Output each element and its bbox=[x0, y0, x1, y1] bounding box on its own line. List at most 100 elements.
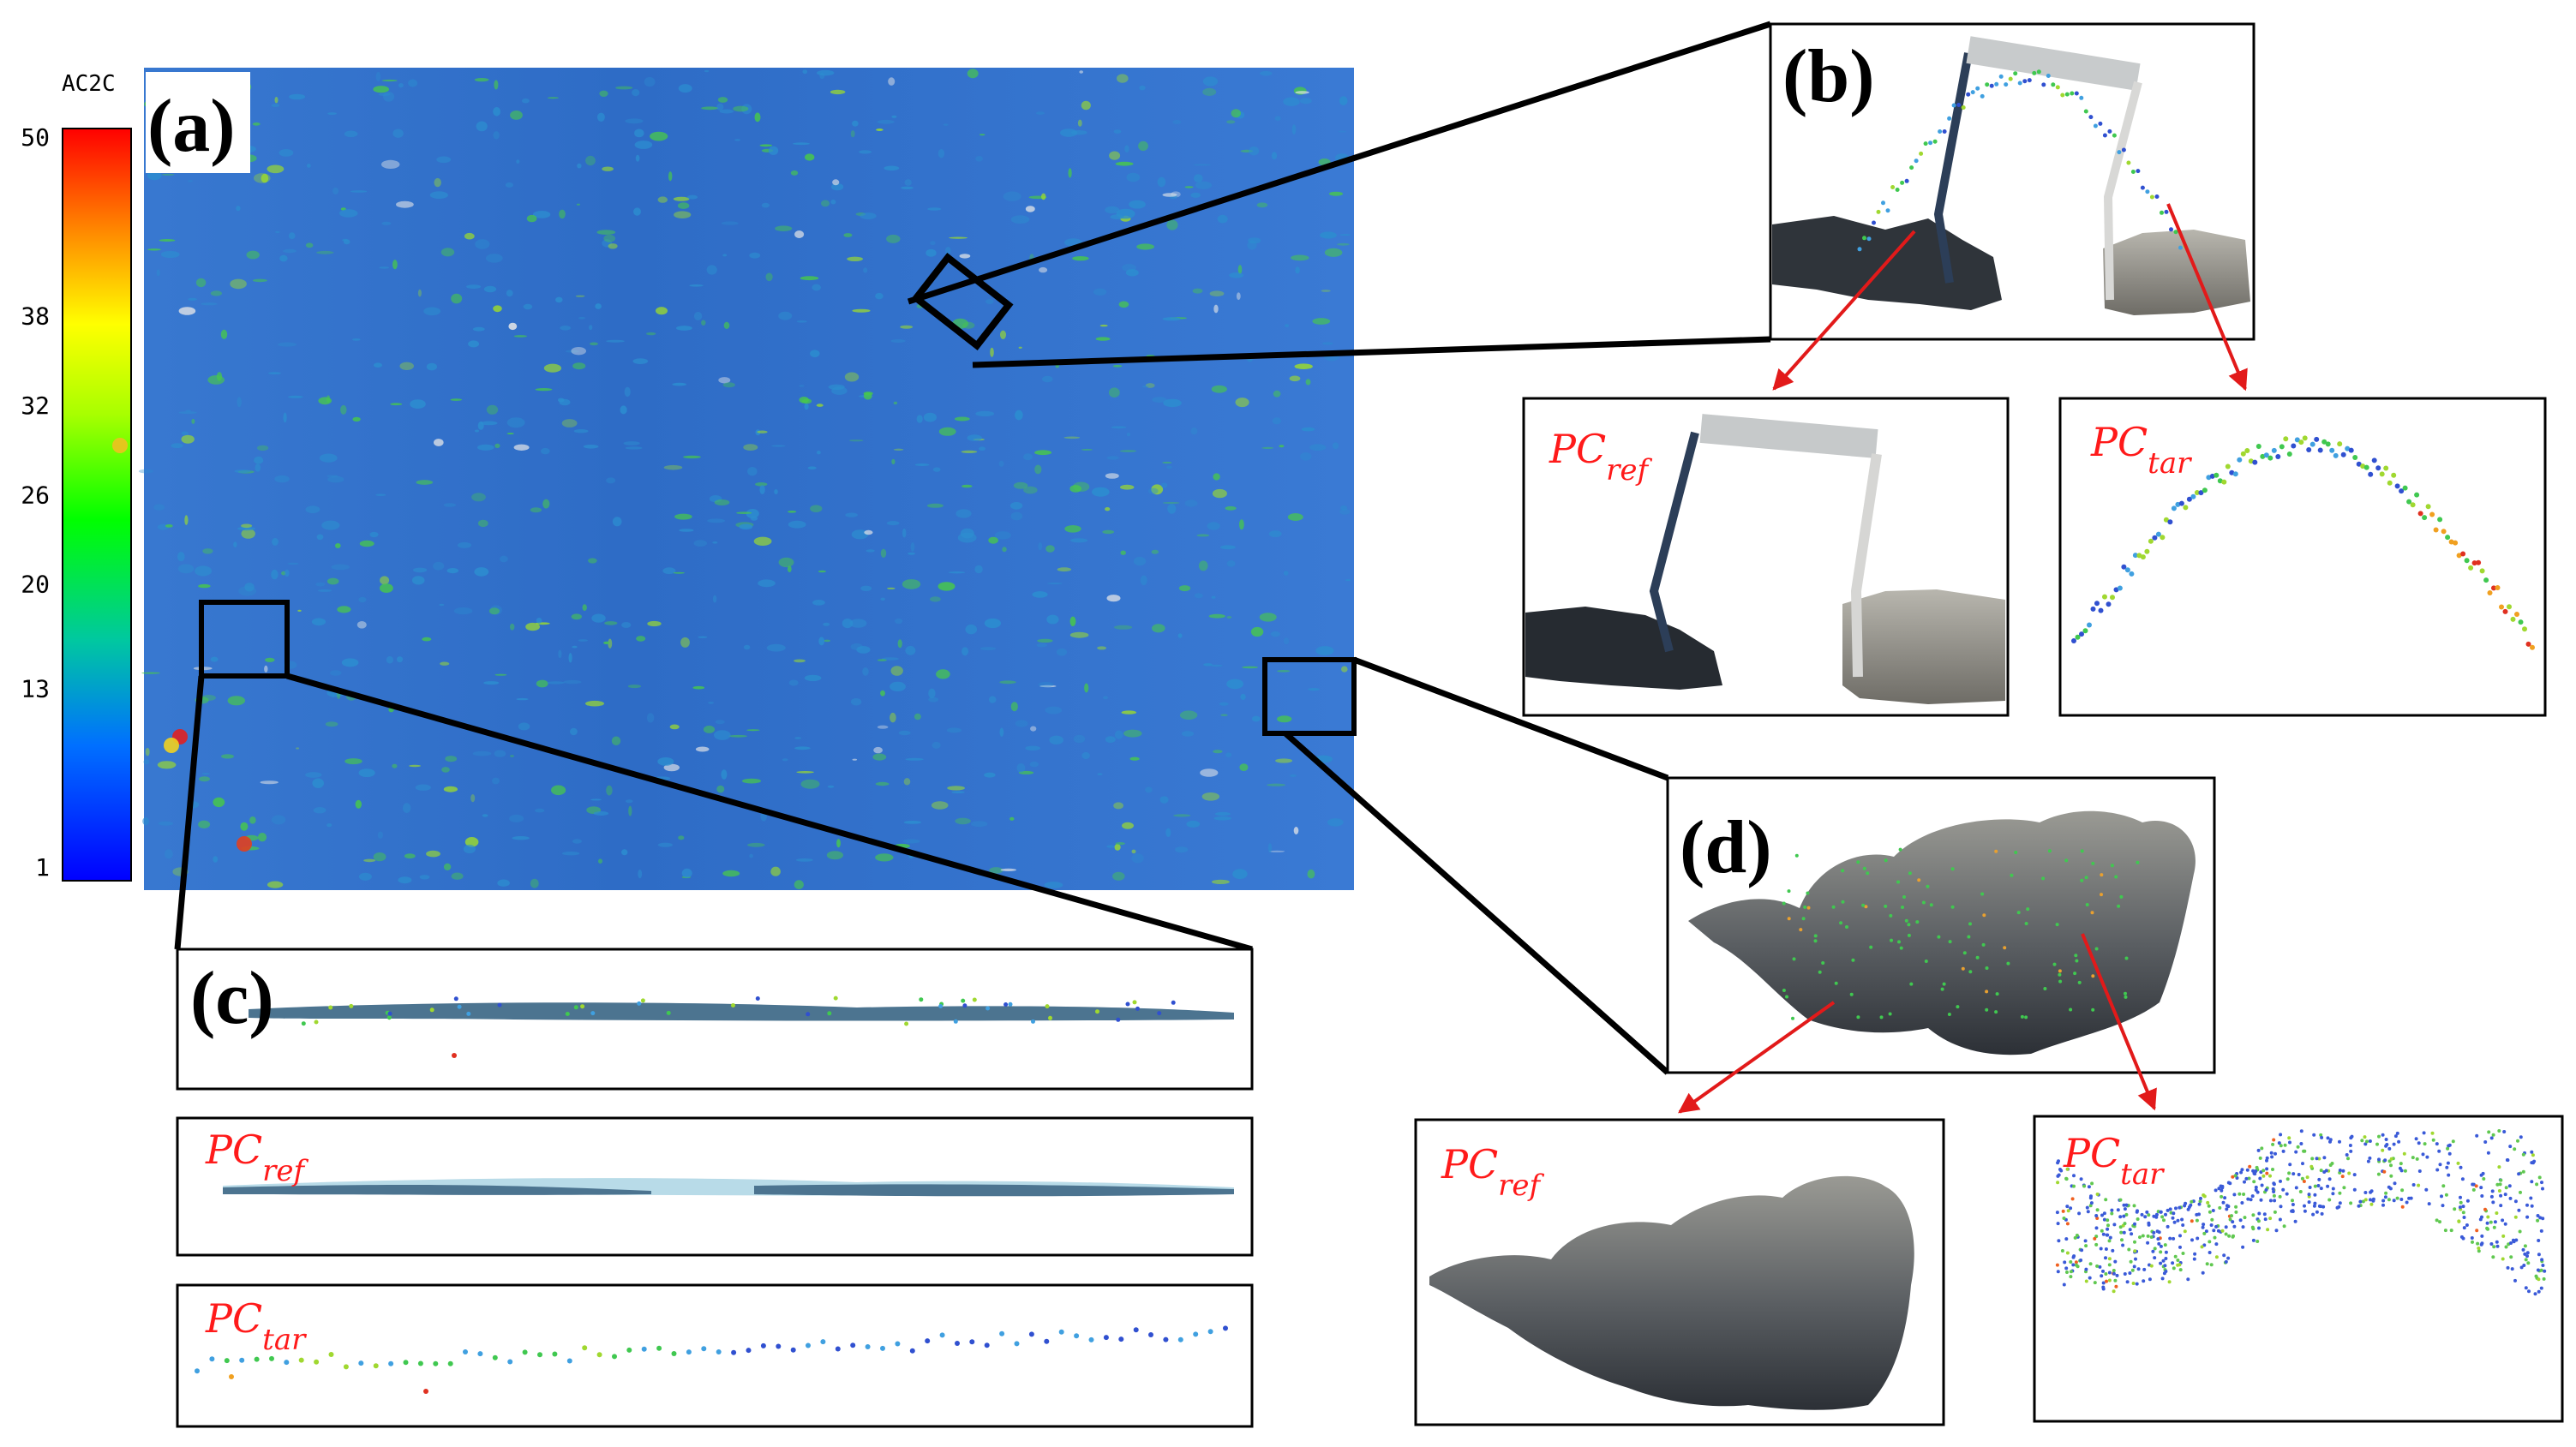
heatmap-speck bbox=[1126, 432, 1131, 437]
heatmap-speck bbox=[156, 269, 160, 277]
heatmap-speck bbox=[510, 111, 523, 120]
heatmap-speck bbox=[326, 475, 338, 478]
panel-c-point bbox=[573, 1005, 578, 1010]
heatmap-speck bbox=[890, 666, 903, 676]
panel-d-tar-point bbox=[2244, 1176, 2249, 1181]
heatmap-speck bbox=[1081, 751, 1090, 760]
panel-b-point bbox=[2107, 129, 2112, 134]
heatmap-speck bbox=[1184, 499, 1198, 507]
heatmap-speck bbox=[494, 443, 500, 449]
panel-b-tar-point bbox=[2175, 501, 2181, 507]
heatmap-speck bbox=[1235, 398, 1249, 408]
panel-d-tar-point bbox=[2238, 1192, 2242, 1196]
heatmap-speck bbox=[446, 568, 458, 574]
heatmap-speck bbox=[1010, 511, 1023, 521]
heatmap-speck bbox=[1213, 473, 1220, 481]
heatmap-speck bbox=[1013, 481, 1028, 489]
panel-d-tar-point bbox=[2220, 1194, 2224, 1199]
panel-d-tar-point bbox=[2093, 1236, 2097, 1241]
panel-b-tar-point bbox=[2267, 455, 2273, 461]
panel-d-tar-point bbox=[2106, 1218, 2110, 1223]
panel-d-tar-point bbox=[2084, 1267, 2088, 1271]
panel-d-tar-point bbox=[2118, 1198, 2123, 1202]
panel-d-tar-point bbox=[2302, 1180, 2306, 1183]
colorbar-tick-label: 20 bbox=[21, 571, 50, 599]
panel-d-tar-point bbox=[2129, 1259, 2133, 1264]
heatmap-speck bbox=[626, 799, 633, 804]
panel-d-tar-point bbox=[2242, 1193, 2246, 1196]
panel-d-tar-point bbox=[2524, 1286, 2528, 1290]
panel-c-ref-strip bbox=[223, 1184, 1234, 1197]
panel-d-tar-point bbox=[2104, 1256, 2107, 1260]
heatmap-speck bbox=[316, 534, 324, 541]
panel-d-point bbox=[1792, 957, 1796, 961]
panel-d-tar-point bbox=[2271, 1187, 2275, 1191]
panel-d-point bbox=[2080, 878, 2084, 882]
heatmap-speck bbox=[810, 505, 823, 512]
panel-d-tar-point bbox=[2501, 1234, 2506, 1238]
panel-b-tar-point bbox=[2368, 471, 2374, 477]
panel-d-tar-point bbox=[2253, 1172, 2257, 1176]
panel-d-tar-point bbox=[2120, 1238, 2124, 1242]
panel-d-tar-point bbox=[2539, 1286, 2543, 1290]
heatmap-speck bbox=[392, 129, 404, 138]
heatmap-speck bbox=[1057, 567, 1072, 572]
panel-b-tar-point bbox=[2263, 452, 2269, 458]
panel-d-tar-point bbox=[2397, 1139, 2401, 1144]
panel-d-tar-point bbox=[2497, 1129, 2501, 1133]
panel-d-tar-point bbox=[2164, 1257, 2168, 1260]
heatmap-speck bbox=[606, 339, 625, 343]
heatmap-speck bbox=[1002, 547, 1007, 553]
heatmap-speck bbox=[961, 450, 978, 454]
heatmap-speck bbox=[494, 750, 506, 757]
panel-d-tar-point bbox=[2291, 1210, 2295, 1213]
heatmap-speck bbox=[516, 697, 529, 701]
panel-d-tar-point bbox=[2363, 1198, 2368, 1202]
heatmap-speck bbox=[1211, 879, 1230, 884]
panel-d-tar-point bbox=[2231, 1220, 2235, 1224]
panel-d-tar-point bbox=[2430, 1131, 2435, 1135]
heatmap-speck bbox=[1131, 849, 1136, 854]
panel-d-point bbox=[1856, 1015, 1860, 1019]
heatmap-speck bbox=[721, 769, 728, 780]
heatmap-speck bbox=[158, 821, 174, 826]
heatmap-speck bbox=[583, 445, 599, 449]
heatmap-speck bbox=[1112, 871, 1125, 881]
panel-d-tar-point bbox=[2085, 1205, 2089, 1210]
panel-d-tar-point bbox=[2510, 1267, 2514, 1271]
heatmap-speck bbox=[621, 622, 632, 628]
panel-d-tar-point bbox=[2542, 1277, 2546, 1281]
panel-d-tar-point bbox=[2233, 1174, 2238, 1178]
panel-d-point bbox=[1985, 966, 1989, 970]
panel-c-tar-point bbox=[716, 1349, 722, 1354]
heatmap-speck bbox=[599, 90, 608, 98]
panel-d-tar-point bbox=[2511, 1238, 2515, 1242]
heatmap-speck bbox=[757, 430, 768, 434]
heatmap-speck bbox=[1042, 375, 1053, 383]
heatmap-speck bbox=[363, 858, 376, 863]
panel-d-tar-point bbox=[2146, 1234, 2150, 1238]
panel-b-tar-point bbox=[2314, 436, 2320, 442]
heatmap-speck bbox=[1041, 193, 1046, 200]
panel-d-tar-point bbox=[2297, 1173, 2301, 1176]
panel-c-tar-point bbox=[1148, 1332, 1153, 1337]
panel-d-tar-point bbox=[2160, 1215, 2165, 1219]
heatmap-speck bbox=[1063, 436, 1081, 439]
heatmap-speck bbox=[1025, 206, 1035, 212]
heatmap-speck bbox=[794, 737, 802, 739]
heatmap-speck bbox=[1131, 853, 1144, 864]
panel-b-handle-top bbox=[1966, 36, 2141, 91]
panel-d-tar-point bbox=[2220, 1229, 2225, 1233]
heatmap-speck bbox=[657, 757, 674, 766]
heatmap-speck bbox=[634, 129, 644, 138]
panel-b-tar-point bbox=[2383, 465, 2389, 471]
panel-b-point bbox=[1866, 236, 1872, 242]
panel-b-tar-label: PCtar bbox=[2090, 419, 2192, 481]
panel-c-point bbox=[466, 1011, 471, 1016]
heatmap-speck bbox=[145, 747, 150, 756]
panel-d-point bbox=[2052, 962, 2057, 966]
heatmap-speck bbox=[1225, 505, 1237, 511]
heatmap-speck bbox=[523, 303, 533, 310]
panel-b-ref-rock-right bbox=[1842, 589, 2005, 704]
